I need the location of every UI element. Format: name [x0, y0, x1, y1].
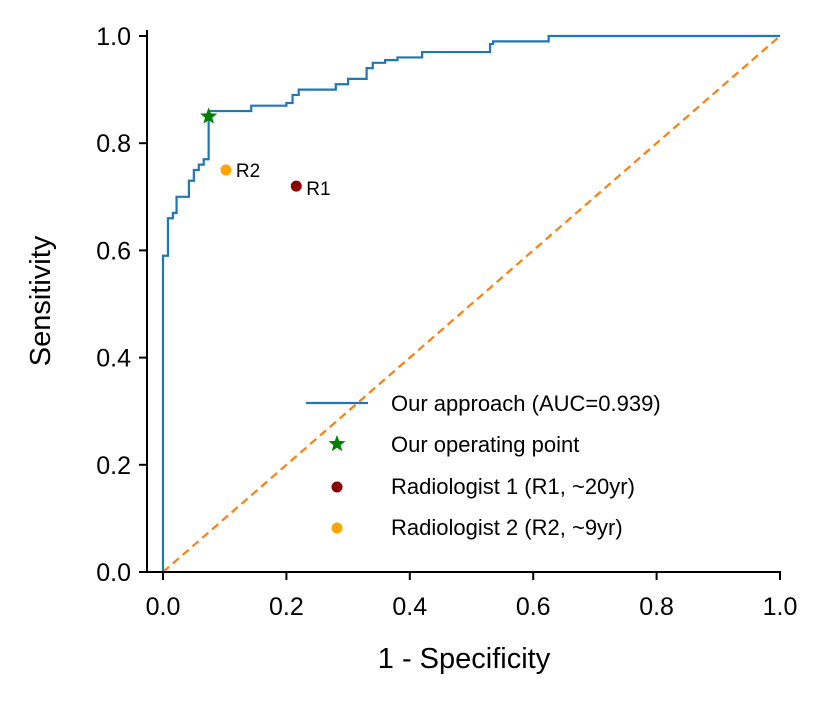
radiologist-1-marker — [290, 180, 302, 192]
r2-point-label: R2 — [236, 161, 260, 182]
y-axis-label: Sensitivity — [25, 235, 57, 366]
y-tick-label: 0.0 — [96, 559, 131, 587]
y-tick-label: 0.6 — [96, 237, 131, 265]
y-tick-label: 0.4 — [96, 345, 131, 373]
r1-point-label: R1 — [306, 179, 330, 200]
legend-label-operating-point: Our operating point — [391, 432, 579, 457]
legend-r1-dot-icon — [331, 481, 343, 493]
legend: Our approach (AUC=0.939) Our operating p… — [306, 391, 661, 540]
x-tick-label: 0.6 — [516, 593, 551, 621]
y-tick-label: 1.0 — [96, 23, 131, 51]
legend-label-r2: Radiologist 2 (R2, ~9yr) — [391, 515, 623, 540]
roc-curve-line — [161, 34, 780, 572]
x-tick-label: 0.0 — [146, 593, 181, 621]
x-tick-label: 0.2 — [269, 593, 304, 621]
x-tick-label: 1.0 — [763, 593, 798, 621]
legend-star-icon — [328, 435, 346, 452]
legend-label-roc: Our approach (AUC=0.939) — [391, 391, 661, 416]
legend-r2-dot-icon — [331, 522, 343, 534]
x-axis-ticks: 0.0 0.2 0.4 0.6 0.8 1.0 — [146, 572, 798, 621]
x-axis-label: 1 - Specificity — [378, 643, 551, 675]
y-tick-label: 0.8 — [96, 130, 131, 158]
y-axis-ticks: 0.0 0.2 0.4 0.6 0.8 1.0 — [96, 23, 147, 587]
legend-label-r1: Radiologist 1 (R1, ~20yr) — [391, 474, 635, 499]
operating-point-star-marker — [200, 107, 218, 124]
chance-diagonal-line — [162, 35, 781, 573]
y-tick-label: 0.2 — [96, 452, 131, 480]
radiologist-2-marker — [220, 164, 232, 176]
x-tick-label: 0.8 — [639, 593, 674, 621]
x-tick-label: 0.4 — [392, 593, 427, 621]
